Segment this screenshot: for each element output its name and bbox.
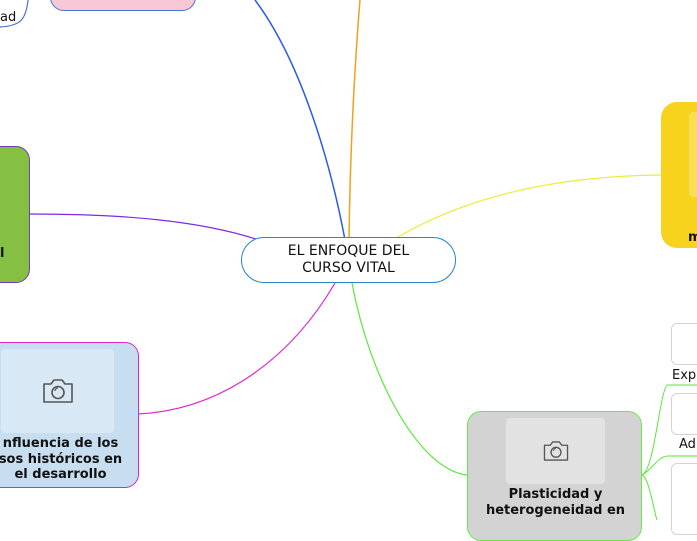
- link-top-left-partial: [0, 0, 29, 28]
- image-placeholder[interactable]: [506, 418, 605, 484]
- topic-right-yellow-label: m: [688, 230, 697, 245]
- link-top: [348, 0, 361, 241]
- link-sub-ad: [641, 455, 697, 476]
- link-left-green: [29, 213, 263, 242]
- label-line: el desarrollo: [14, 467, 107, 482]
- link-right-yellow: [397, 174, 662, 238]
- subtopic-label-exp: Exp: [672, 368, 697, 383]
- topic-bottom-gray[interactable]: Plasticidad y heterogeneidad en: [467, 411, 642, 541]
- subtopic-box-3[interactable]: [671, 463, 697, 535]
- link-top-left: [254, 0, 346, 241]
- subtopic-box-exp[interactable]: [671, 323, 697, 365]
- central-topic[interactable]: EL ENFOQUE DEL CURSO VITAL: [241, 237, 456, 283]
- label-line: sos históricos en: [0, 451, 123, 467]
- camera-icon: [42, 379, 73, 403]
- central-topic-line1: EL ENFOQUE DEL: [287, 243, 410, 259]
- link-sub-3: [641, 474, 658, 520]
- central-topic-line2: CURSO VITAL: [302, 260, 395, 276]
- topic-bottom-gray-label: Plasticidad y heterogeneidad en: [468, 487, 643, 518]
- label-line: Plasticidad y: [508, 487, 603, 502]
- link-bottom-gray: [351, 282, 468, 476]
- link-sub-exp: [641, 384, 697, 476]
- connection-lines: [0, 0, 697, 520]
- topic-left-blue-label: nfluencia de los sos históricos en el de…: [0, 436, 140, 483]
- topic-top-left[interactable]: evolutivo: [50, 0, 196, 11]
- topic-left-green[interactable]: [0, 146, 30, 283]
- link-left-blue: [137, 282, 336, 415]
- topic-left-green-label: l: [0, 246, 5, 261]
- camera-icon: [543, 441, 568, 461]
- label-line: nfluencia de los: [2, 436, 119, 451]
- subtopic-box-ad[interactable]: [671, 393, 697, 435]
- topic-right-yellow[interactable]: m: [661, 102, 697, 248]
- partial-label-top-left: ad: [0, 10, 17, 25]
- image-placeholder[interactable]: [1, 349, 114, 433]
- subtopic-label-ad: Ad: [679, 437, 696, 452]
- image-placeholder[interactable]: [689, 112, 697, 197]
- label-line: heterogeneidad en: [485, 502, 626, 518]
- topic-left-blue[interactable]: nfluencia de los sos históricos en el de…: [0, 342, 139, 488]
